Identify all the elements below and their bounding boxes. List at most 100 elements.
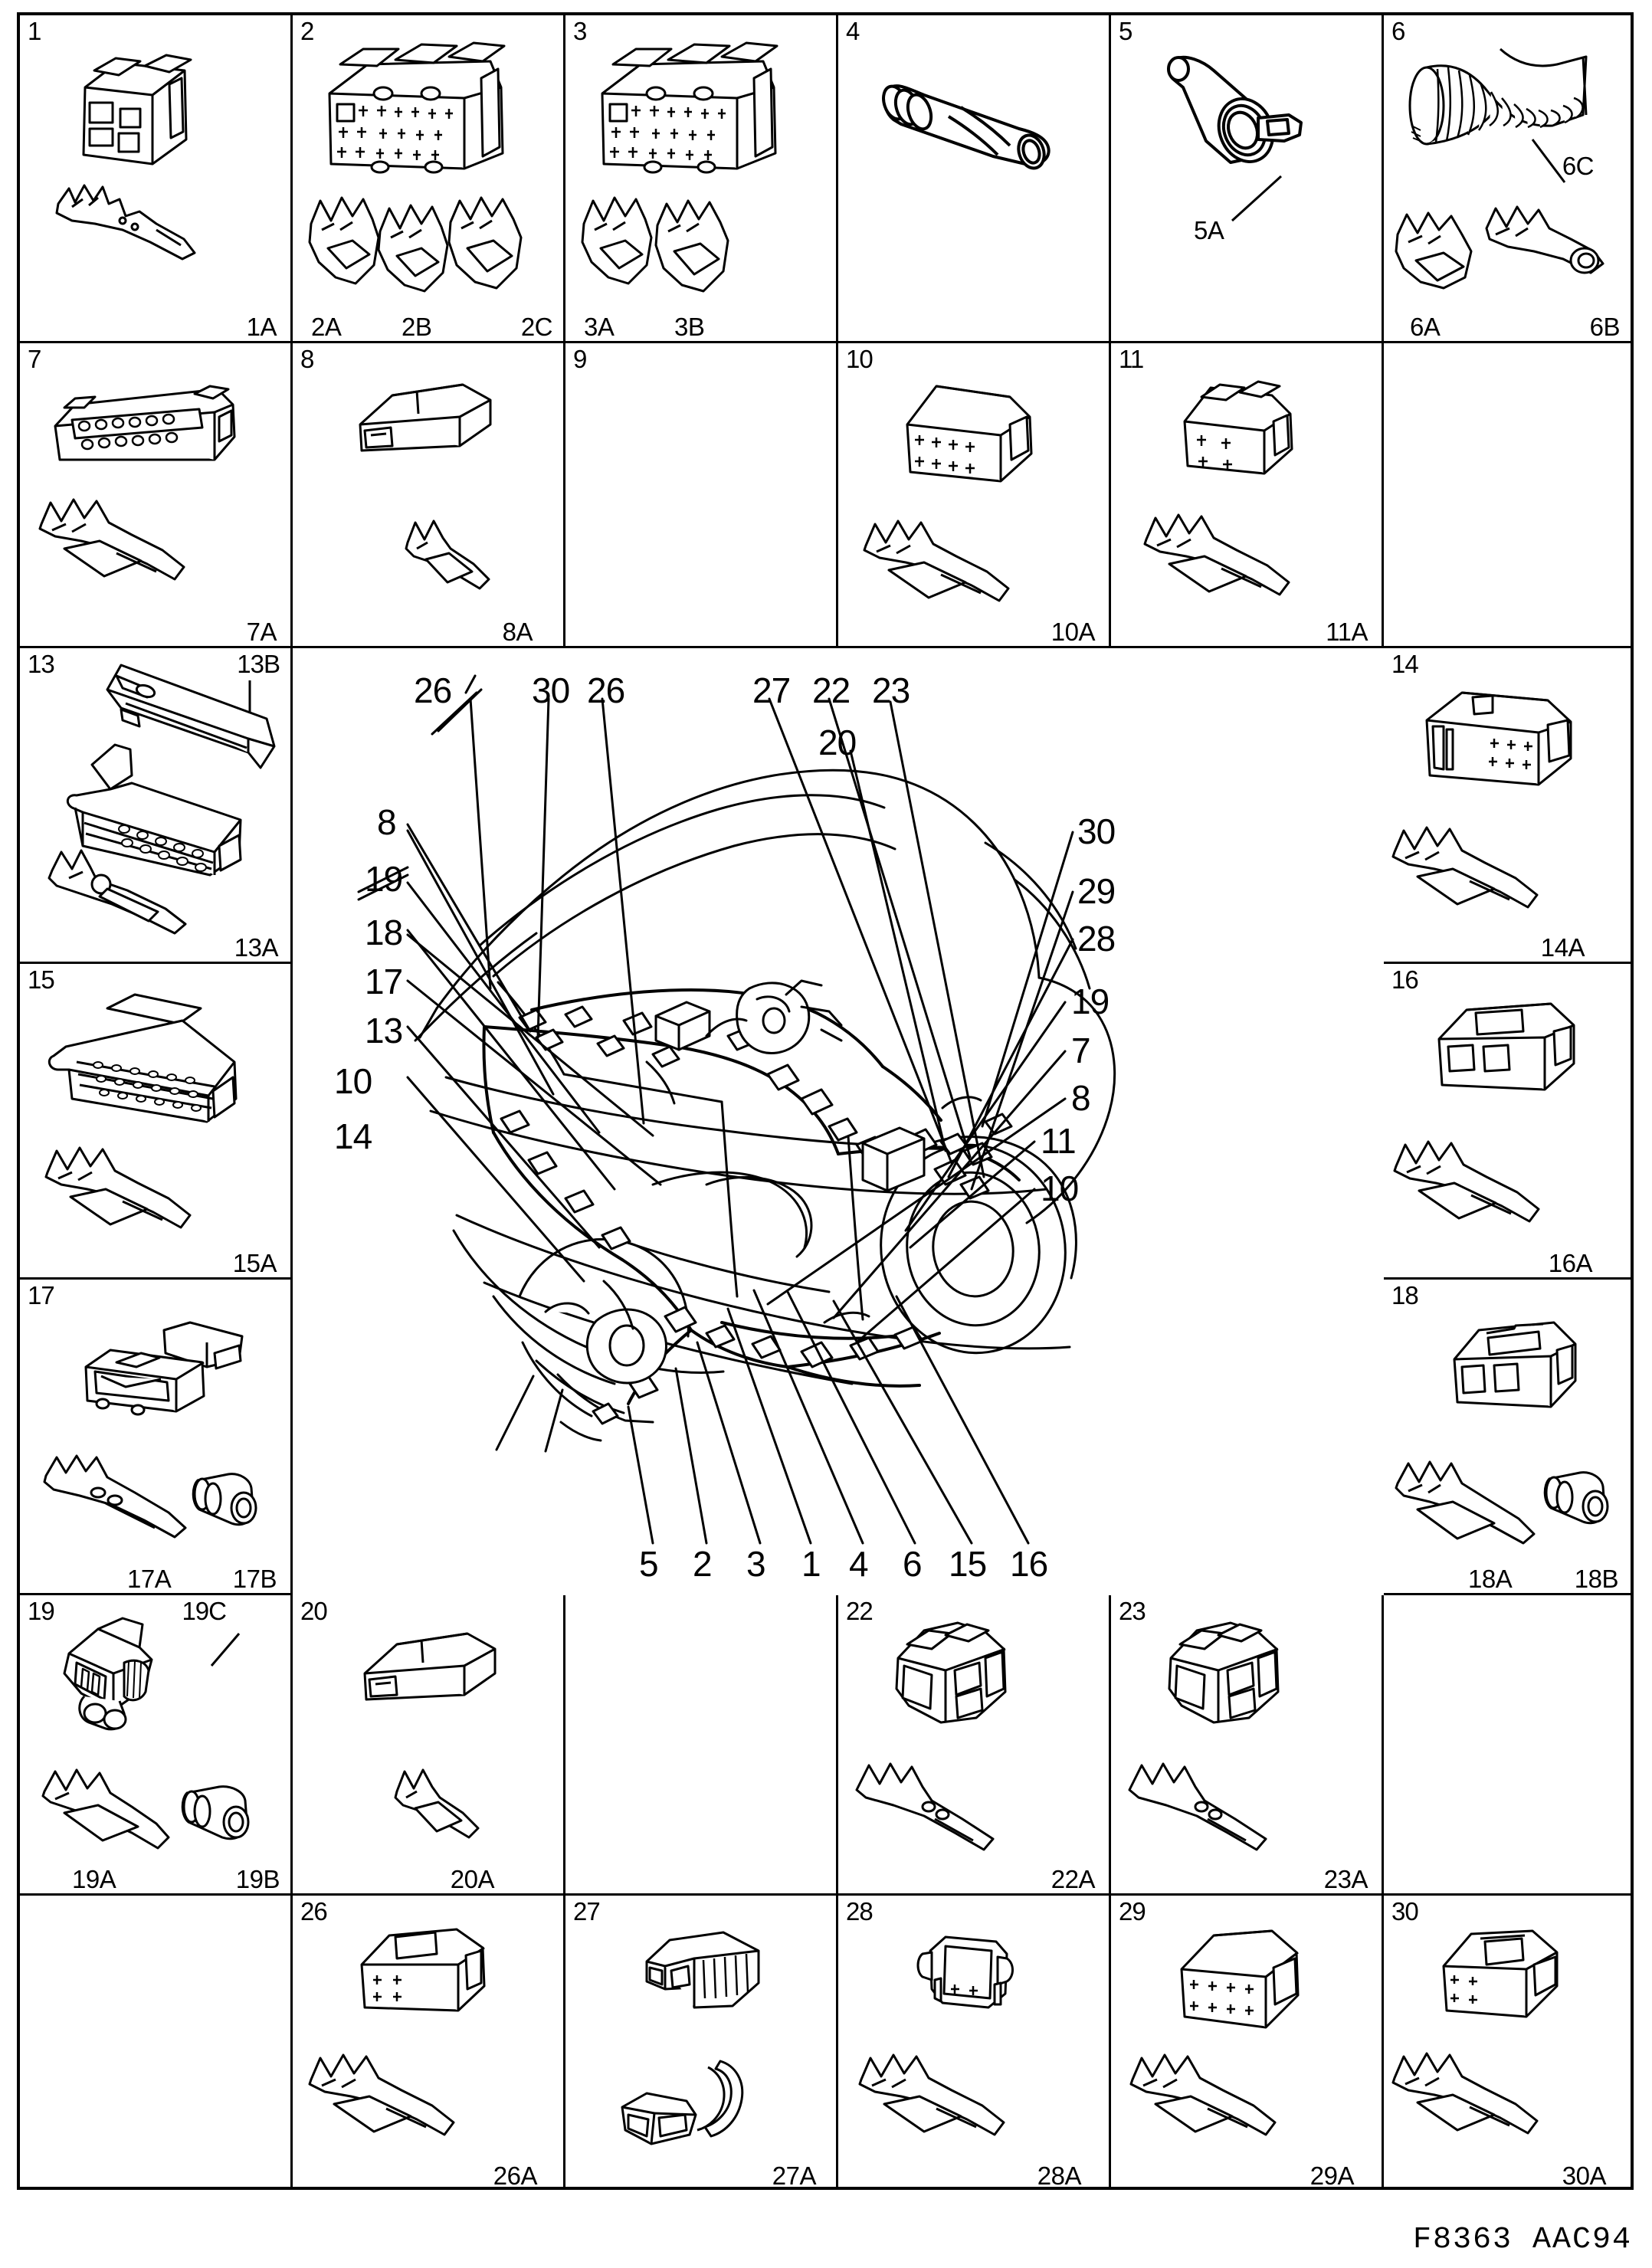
drawing-reference-code: F8363 AAC94 bbox=[1412, 2223, 1632, 2257]
part-cell-27[interactable]: 27 bbox=[565, 1896, 838, 2190]
terminal-pin-icon-23a bbox=[1123, 1759, 1292, 1855]
callout-26-top-left: 26 bbox=[414, 670, 452, 710]
part-cell-16[interactable]: 16 bbox=[1384, 964, 1631, 1280]
part-label-14a: 14A bbox=[1540, 933, 1585, 962]
vehicle-harness-routing-diagram[interactable]: 26 30 26 27 22 23 20 30 29 28 19 7 8 11 … bbox=[293, 648, 1384, 1595]
cell-number-7: 7 bbox=[28, 345, 41, 373]
part-label-6c: 6C bbox=[1562, 152, 1595, 180]
terminal-pin-icon-28a bbox=[854, 2049, 1030, 2148]
cell-number-17: 17 bbox=[28, 1281, 55, 1309]
terminal-clip-icon-27a bbox=[616, 2055, 762, 2155]
terminal-pin-icon-22a bbox=[851, 1759, 1019, 1855]
terminal-pin-icon-2c bbox=[443, 193, 535, 297]
part-cell-30[interactable]: 30 bbox=[1384, 1896, 1631, 2190]
part-label-2a: 2A bbox=[311, 313, 342, 341]
part-cell-3[interactable]: 3 bbox=[565, 15, 838, 343]
connector-housing-icon-16 bbox=[1427, 993, 1595, 1100]
callout-26-top: 26 bbox=[587, 670, 625, 710]
terminal-pin-icon-3b bbox=[650, 196, 742, 300]
connector-cover-icon-27 bbox=[638, 1928, 775, 2020]
part-cell-23[interactable]: 23 bbox=[1111, 1595, 1384, 1896]
terminal-pin-icon-30a bbox=[1387, 2047, 1563, 2147]
callout-3-bottom: 3 bbox=[746, 1544, 766, 1584]
part-label-22a: 22A bbox=[1051, 1865, 1096, 1893]
part-cell-26[interactable]: 26 bbox=[293, 1896, 565, 2190]
part-cell-5[interactable]: 5 5A bbox=[1111, 15, 1384, 343]
callout-15-bottom: 15 bbox=[949, 1544, 987, 1584]
vehicle-line-art bbox=[357, 674, 1116, 1545]
part-label-17b: 17B bbox=[232, 1565, 277, 1593]
callout-1-bottom: 1 bbox=[801, 1544, 821, 1584]
part-label-19c: 19C bbox=[182, 1597, 227, 1625]
part-label-2c: 2C bbox=[520, 313, 553, 341]
cell-number-14: 14 bbox=[1391, 650, 1419, 678]
callout-11-right: 11 bbox=[1041, 1121, 1077, 1161]
part-label-27a: 27A bbox=[772, 2161, 817, 2190]
cell-number-18: 18 bbox=[1391, 1281, 1419, 1309]
terminal-pin-icon-10a bbox=[858, 515, 1034, 615]
part-cell-1[interactable]: 1 bbox=[20, 15, 293, 343]
part-cell-6[interactable]: 6 bbox=[1384, 15, 1631, 343]
callout-23-top: 23 bbox=[872, 670, 910, 710]
part-cell-empty-25 bbox=[20, 1896, 293, 2190]
part-cell-19[interactable]: 19 19C bbox=[20, 1595, 293, 1896]
terminal-pin-icon-20a bbox=[389, 1764, 489, 1848]
part-label-18b: 18B bbox=[1574, 1565, 1619, 1593]
part-cell-20[interactable]: 20 bbox=[293, 1595, 565, 1896]
callout-30-right: 30 bbox=[1077, 811, 1116, 851]
part-cell-empty-12 bbox=[1384, 343, 1631, 648]
part-label-29a: 29A bbox=[1309, 2161, 1355, 2190]
callout-5-bottom: 5 bbox=[639, 1544, 659, 1584]
connector-housing-icon-13 bbox=[57, 739, 264, 877]
part-label-28a: 28A bbox=[1037, 2161, 1082, 2190]
connector-housing-icon-26 bbox=[349, 1922, 503, 2021]
wire-seal-icon-18b bbox=[1539, 1462, 1615, 1531]
cell-number-6: 6 bbox=[1391, 17, 1405, 45]
part-cell-11[interactable]: 11 bbox=[1111, 343, 1384, 648]
callout-8-right: 8 bbox=[1071, 1078, 1091, 1118]
cell-number-19: 19 bbox=[28, 1597, 55, 1625]
part-cell-8[interactable]: 8 bbox=[293, 343, 565, 648]
terminal-pin-icon-26a bbox=[303, 2049, 480, 2148]
part-cell-17[interactable]: 17 bbox=[20, 1280, 293, 1595]
part-label-2b: 2B bbox=[402, 313, 432, 341]
connector-housing-icon-2 bbox=[314, 32, 536, 185]
connector-housing-icon-28 bbox=[912, 1928, 1034, 2027]
part-cell-7[interactable]: 7 bbox=[20, 343, 293, 648]
part-cell-2[interactable]: 2 bbox=[293, 15, 565, 343]
part-label-17a: 17A bbox=[127, 1565, 172, 1593]
part-cell-4[interactable]: 4 bbox=[838, 15, 1111, 343]
part-label-30a: 30A bbox=[1562, 2161, 1607, 2190]
part-cell-empty-21 bbox=[565, 1595, 838, 1896]
cell-number-28: 28 bbox=[846, 1897, 874, 1926]
part-cell-13[interactable]: 13 13B bbox=[20, 648, 293, 964]
callout-8-left: 8 bbox=[377, 802, 397, 842]
part-cell-22[interactable]: 22 bbox=[838, 1595, 1111, 1896]
callout-27-top: 27 bbox=[752, 670, 791, 710]
part-cell-10[interactable]: 10 bbox=[838, 343, 1111, 648]
part-cell-29[interactable]: 29 bbox=[1111, 1896, 1384, 2190]
part-label-18a: 18A bbox=[1468, 1565, 1513, 1593]
cell-number-15: 15 bbox=[28, 965, 55, 994]
terminal-pin-icon-2a bbox=[305, 192, 389, 291]
part-label-1a: 1A bbox=[246, 313, 277, 341]
terminal-pin-icon-2b bbox=[374, 199, 458, 299]
connector-cover-icon-13b bbox=[103, 662, 287, 777]
connector-housing-icon-29 bbox=[1171, 1922, 1324, 2037]
callout-19-left: 19 bbox=[365, 859, 403, 899]
leader-line-6c bbox=[1531, 139, 1566, 183]
part-label-11a: 11A bbox=[1326, 618, 1368, 646]
part-cell-18[interactable]: 18 bbox=[1384, 1280, 1631, 1595]
part-label-6a: 6A bbox=[1410, 313, 1441, 341]
cell-number-10: 10 bbox=[846, 345, 874, 373]
part-label-15a: 15A bbox=[232, 1249, 277, 1277]
rubber-boot-icon-4 bbox=[878, 60, 1077, 175]
part-cell-28[interactable]: 28 bbox=[838, 1896, 1111, 2190]
part-cell-14[interactable]: 14 bbox=[1384, 648, 1631, 964]
connector-housing-icon-7 bbox=[41, 375, 248, 475]
part-cell-9[interactable]: 9 bbox=[565, 343, 838, 648]
part-label-26a: 26A bbox=[493, 2161, 538, 2190]
part-cell-15[interactable]: 15 bbox=[20, 964, 293, 1280]
terminal-pin-icon-17a bbox=[40, 1451, 201, 1543]
